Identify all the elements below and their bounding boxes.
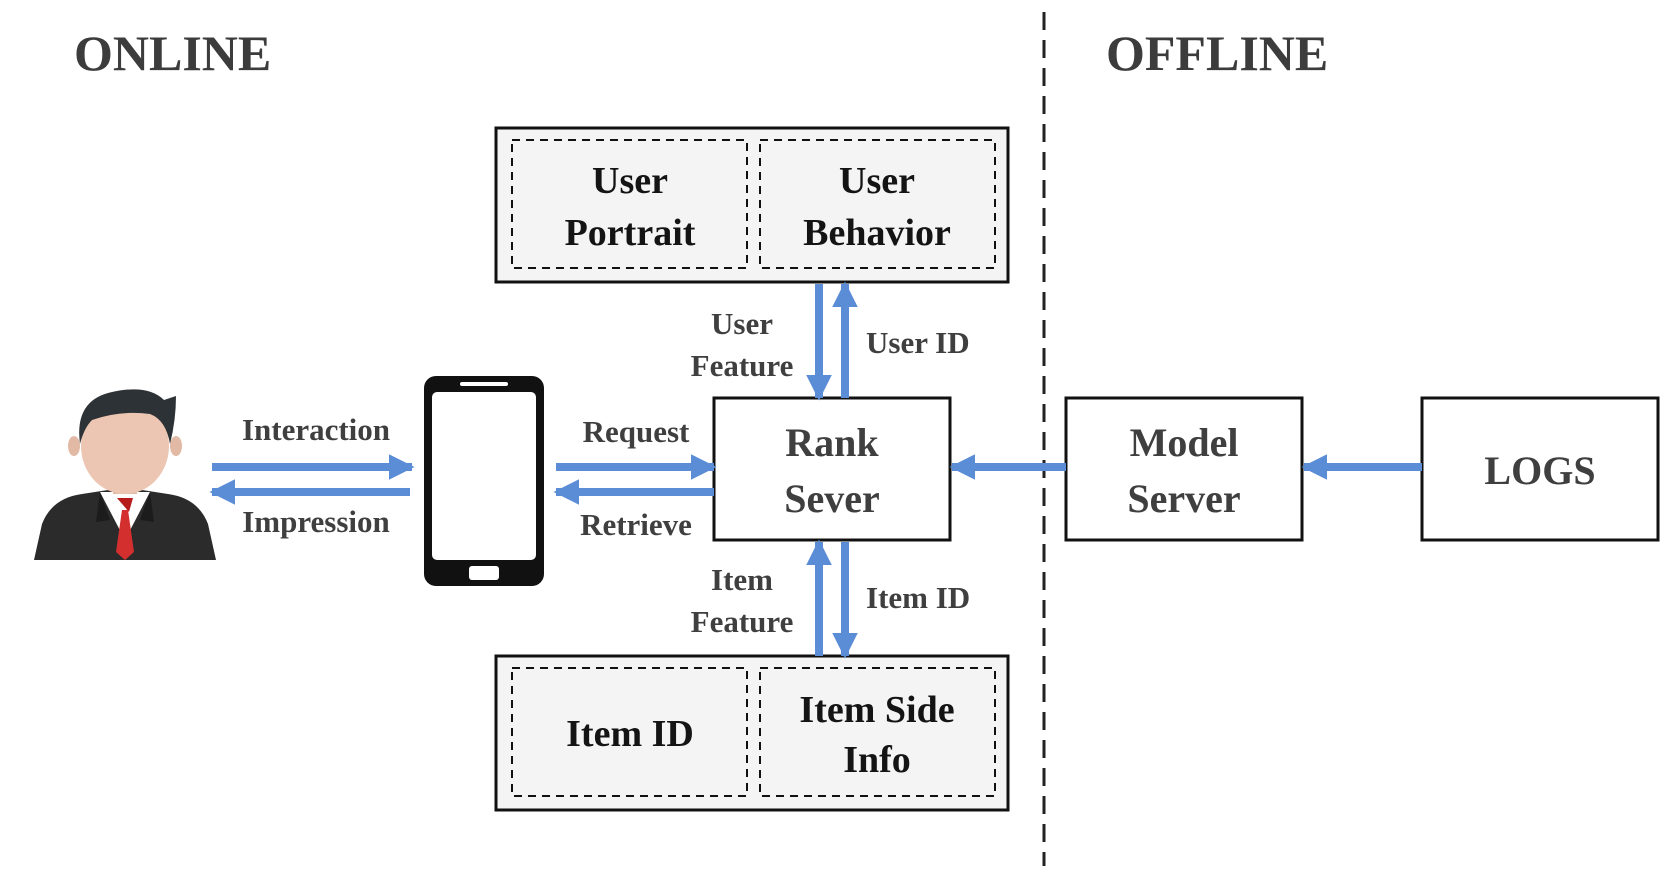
logs-box: LOGS bbox=[1420, 396, 1660, 542]
user-behavior-line-1: User bbox=[839, 160, 915, 202]
user-portrait-line-1: User bbox=[592, 160, 668, 202]
item-feature-label-line-2: Feature bbox=[691, 604, 794, 639]
model-server-box: Model Server bbox=[1064, 396, 1304, 542]
item-feature-label-line-1: Item bbox=[711, 562, 773, 597]
model-server-line-2: Server bbox=[1127, 476, 1240, 521]
businessman-icon bbox=[34, 389, 216, 560]
model-server-line-1: Model bbox=[1130, 420, 1239, 465]
item-side-info-line-2: Info bbox=[843, 739, 911, 781]
user-feature-label-line-2: Feature bbox=[691, 348, 794, 383]
impression-label: Impression bbox=[242, 504, 390, 539]
rank-server-line-2: Sever bbox=[784, 476, 880, 521]
item-side-info-line-1: Item Side bbox=[799, 689, 954, 731]
item-id-cell bbox=[511, 667, 748, 797]
rank-server-box: Rank Sever bbox=[712, 396, 952, 542]
smartphone-icon bbox=[424, 376, 544, 586]
item-id-label: Item ID bbox=[566, 713, 694, 755]
user-id-label: User ID bbox=[866, 325, 970, 360]
user-behavior-cell bbox=[759, 139, 996, 269]
item-side-info-cell bbox=[759, 667, 996, 797]
offline-title: OFFLINE bbox=[1106, 25, 1328, 81]
rank-server-line-1: Rank bbox=[785, 420, 879, 465]
online-title: ONLINE bbox=[74, 25, 271, 81]
item-feature-store: Item ID Item Side Info bbox=[494, 654, 1010, 812]
item-id-edge-label: Item ID bbox=[866, 580, 970, 615]
request-label: Request bbox=[583, 414, 690, 449]
interaction-label: Interaction bbox=[242, 412, 390, 447]
logs-label: LOGS bbox=[1484, 448, 1595, 493]
user-feature-store: User Portrait User Behavior bbox=[494, 126, 1010, 284]
user-behavior-line-2: Behavior bbox=[803, 212, 951, 254]
retrieve-label: Retrieve bbox=[580, 507, 692, 542]
user-portrait-cell bbox=[511, 139, 748, 269]
user-portrait-line-2: Portrait bbox=[565, 212, 696, 254]
user-feature-label-line-1: User bbox=[711, 306, 773, 341]
